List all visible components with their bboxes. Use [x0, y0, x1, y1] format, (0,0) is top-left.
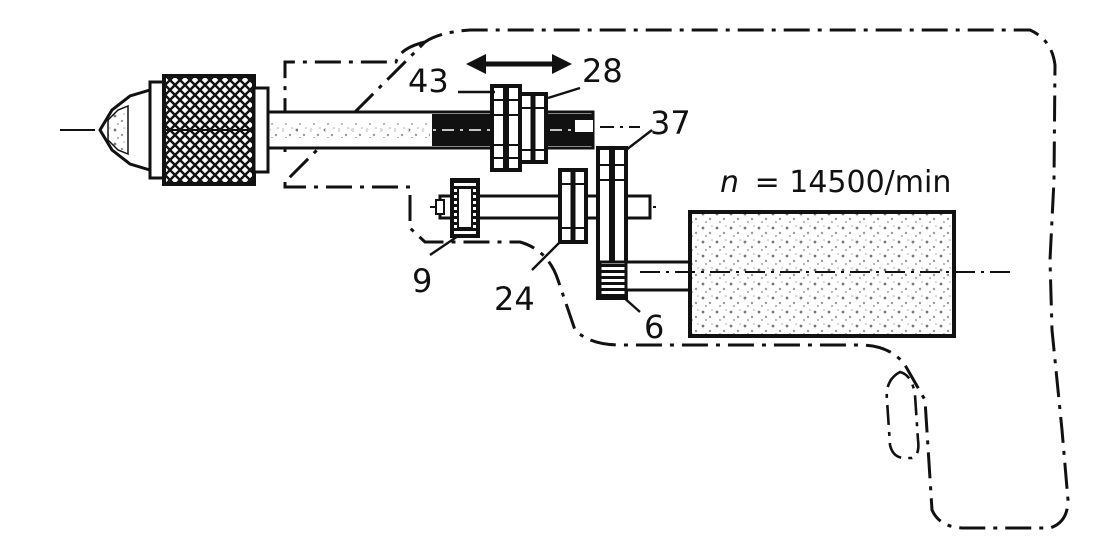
drill-chuck [98, 74, 270, 186]
label-gear-43: 43 [408, 62, 449, 100]
gear-9 [450, 178, 480, 238]
label-gear-6: 6 [644, 308, 664, 346]
gear-6 [598, 260, 694, 300]
motor [640, 210, 1015, 338]
leader-lines [429, 86, 653, 313]
label-gear-28: 28 [582, 52, 623, 90]
speed-symbol: n [720, 165, 739, 200]
handle-inner-outline [885, 370, 920, 460]
motor-speed-label: n = 14500/min [720, 165, 951, 200]
shift-direction-arrow [466, 54, 572, 74]
label-gear-9: 9 [412, 262, 432, 300]
gear-28 [518, 92, 548, 164]
label-gear-24: 24 [494, 280, 535, 318]
gear-24 [558, 168, 588, 244]
label-gear-37: 37 [650, 104, 691, 142]
speed-value: = 14500/min [755, 165, 952, 200]
housing-outline [283, 28, 1070, 530]
gear-43 [490, 84, 522, 172]
